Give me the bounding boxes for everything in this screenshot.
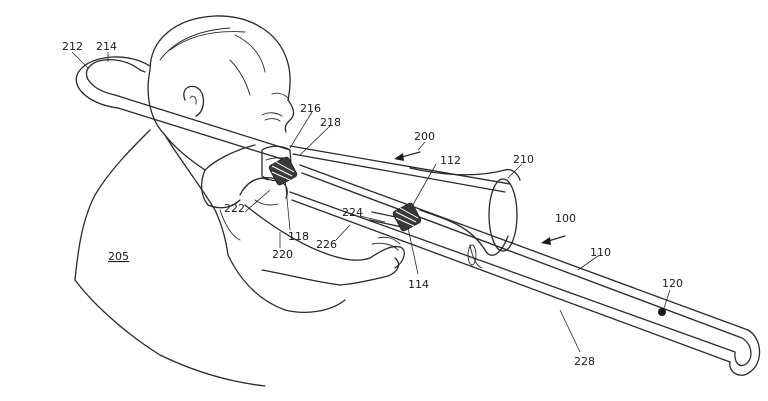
leader-lines xyxy=(71,51,671,353)
label-210: 210 xyxy=(513,153,534,166)
label-218: 218 xyxy=(320,116,341,129)
sensor-120 xyxy=(658,308,666,316)
label-112: 112 xyxy=(440,154,461,167)
label-212: 212 xyxy=(62,40,83,53)
label-114: 114 xyxy=(408,278,429,291)
label-110: 110 xyxy=(590,246,611,259)
label-216: 216 xyxy=(300,102,321,115)
label-220: 220 xyxy=(272,248,293,261)
label-214: 214 xyxy=(96,40,117,53)
label-228: 228 xyxy=(574,355,595,368)
label-226: 226 xyxy=(316,238,337,251)
sensor-114 xyxy=(392,202,422,232)
label-120: 120 xyxy=(662,277,683,290)
label-222: 222 xyxy=(224,202,245,215)
trombone xyxy=(75,56,761,376)
label-224: 224 xyxy=(342,206,363,219)
label-200: 200 xyxy=(414,130,435,143)
arrow-200 xyxy=(394,151,421,161)
label-205: 205 xyxy=(108,250,129,263)
sensor-118 xyxy=(268,156,298,186)
label-100: 100 xyxy=(555,212,576,225)
arrow-100 xyxy=(541,235,566,245)
musician-figure xyxy=(74,15,405,387)
label-118: 118 xyxy=(288,230,309,243)
